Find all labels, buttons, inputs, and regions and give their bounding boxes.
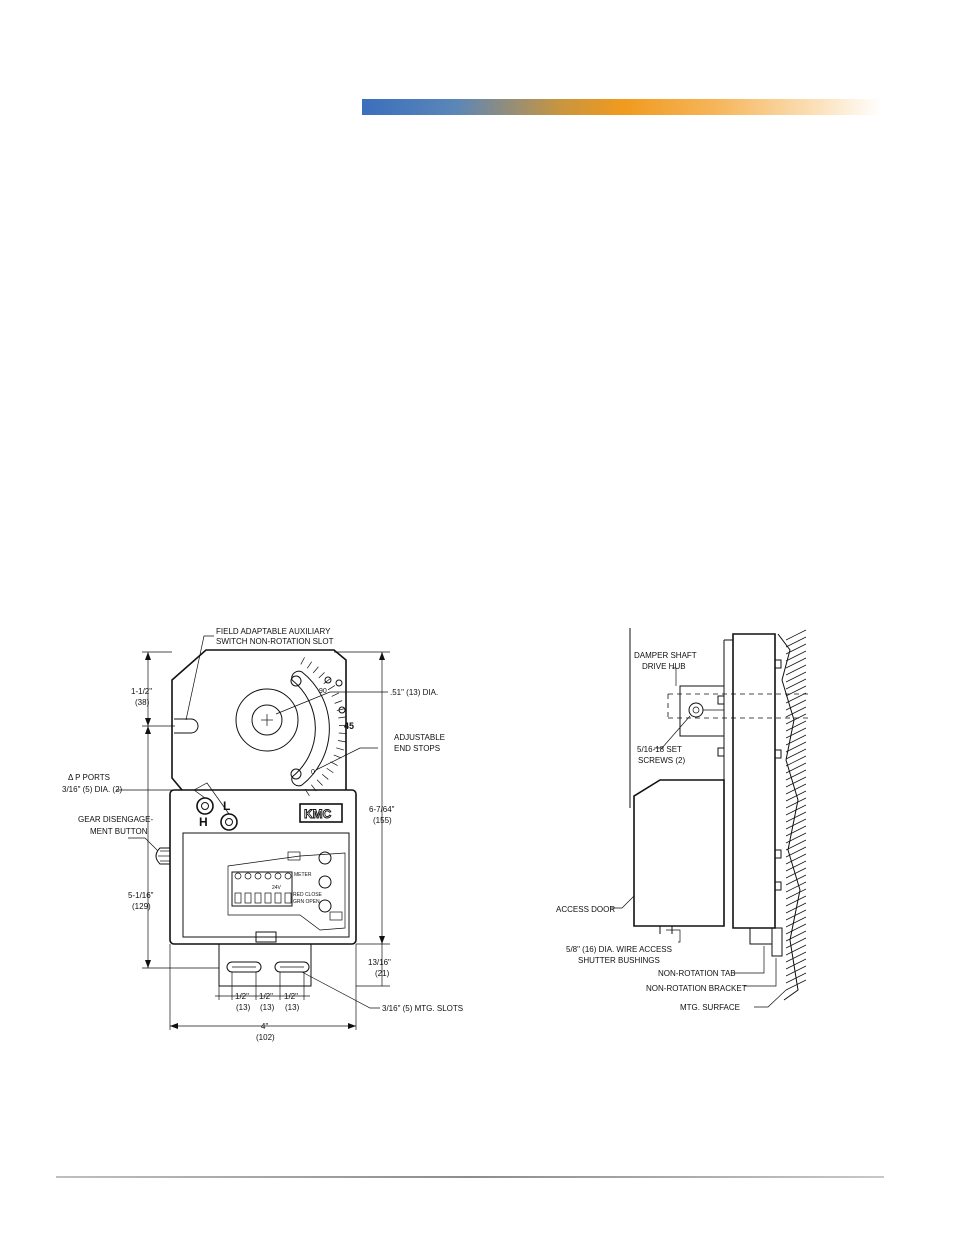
scale-90: 90 [319, 688, 327, 695]
dim-total-height: 6-7/64" [369, 805, 395, 814]
end-stop-bottom [290, 768, 302, 780]
scale-tick [327, 685, 336, 691]
dim-bracket-height: 13/16" [368, 958, 391, 967]
scale-tick [321, 774, 329, 780]
dim-top-offset: 1-1/2" [131, 687, 152, 696]
scale-tick [316, 779, 323, 786]
scale-tick [336, 747, 344, 751]
scale-tick [337, 740, 346, 743]
dim-lower-height: 5-1/16" [128, 891, 154, 900]
port-l [220, 813, 238, 831]
dim-bracket-height-mm: (21) [375, 969, 390, 978]
dim-slot-3-mm: (13) [285, 1003, 300, 1012]
scale-tick [304, 788, 310, 797]
scale-tick [300, 657, 305, 665]
red-close-label: RED CLOSE [293, 892, 323, 898]
port-l-label: L [223, 799, 230, 813]
door-latch [255, 931, 277, 943]
dim-lower-height-mm: (129) [132, 902, 151, 911]
aux-switch-callout-2: SWITCH NON-ROTATION SLOT [216, 637, 334, 646]
scale-tick [333, 754, 342, 759]
actuator-upper-body [171, 649, 347, 791]
position-scale-ticks [300, 657, 347, 797]
scale-tick [331, 692, 340, 697]
pot-3 [318, 899, 332, 913]
header-gradient-band [362, 99, 882, 115]
dim-slot-1: 1/2" [235, 992, 249, 1001]
end-stops-callout-1: ADJUSTABLE [394, 733, 445, 742]
pot-1 [318, 851, 332, 865]
dim-width-mm: (102) [256, 1033, 275, 1042]
terminal-strip [231, 871, 293, 907]
dim-total-height-mm: (155) [373, 816, 392, 825]
scale-tick [334, 700, 343, 704]
dim-width: 4" [261, 1022, 268, 1031]
end-stops-callout-2: END STOPS [394, 744, 440, 753]
dim-slot-1-mm: (13) [236, 1003, 251, 1012]
terminal-panel [182, 832, 350, 938]
scale-tick [311, 784, 317, 792]
scale-tick [338, 716, 347, 719]
port-h-label: H [199, 815, 208, 829]
meter-label: METER [294, 872, 312, 878]
scale-tick [338, 732, 347, 734]
end-stop-top [290, 675, 302, 687]
dim-slot-2-mm: (13) [260, 1003, 275, 1012]
hub-outer [235, 688, 299, 752]
port-h [196, 797, 214, 815]
terminal-screws [234, 872, 292, 904]
mtg-slot-left [226, 961, 262, 973]
aux-switch-callout-1: FIELD ADAPTABLE AUXILIARY [216, 627, 331, 636]
scale-45: 45 [344, 721, 354, 731]
gear-callout-1: GEAR DISENGAGE- [78, 815, 153, 824]
scale-tick [336, 708, 345, 711]
grn-open-label: GRN OPEN [293, 899, 320, 905]
scale-0: 0 [311, 769, 315, 776]
mounting-bracket [218, 943, 312, 987]
kmc-logo: KMC [304, 807, 332, 821]
pot-2 [318, 875, 332, 889]
p-ports-callout-1: Δ P PORTS [68, 773, 110, 782]
p-ports-callout-2: 3/16" (5) DIA. (2) [62, 785, 123, 794]
circuit-board [227, 852, 346, 931]
scale-tick [313, 666, 319, 674]
dim-top-offset-mm: (38) [135, 698, 150, 707]
gear-callout-2: MENT BUTTON [90, 827, 148, 836]
kmc-logo-box [299, 803, 343, 823]
aux-switch-slot [174, 718, 199, 734]
end-stop-slot [291, 679, 316, 778]
scale-tick [318, 672, 325, 679]
scale-tick [326, 767, 334, 774]
hub-inner [251, 704, 283, 736]
scale-tick [306, 661, 313, 669]
scale-tick [323, 678, 331, 684]
footer-rule [56, 1176, 884, 1178]
voltage-label: 24V [272, 885, 282, 891]
mtg-slot-right [274, 961, 310, 973]
dim-slot-3: 1/2" [284, 992, 298, 1001]
gear-disengage-button [155, 847, 170, 865]
mtg-slots-callout: 3/16" (5) MTG. SLOTS [382, 1004, 463, 1013]
hub-dia-callout: .51" (13) DIA. [390, 688, 438, 697]
dim-slot-2: 1/2" [259, 992, 273, 1001]
